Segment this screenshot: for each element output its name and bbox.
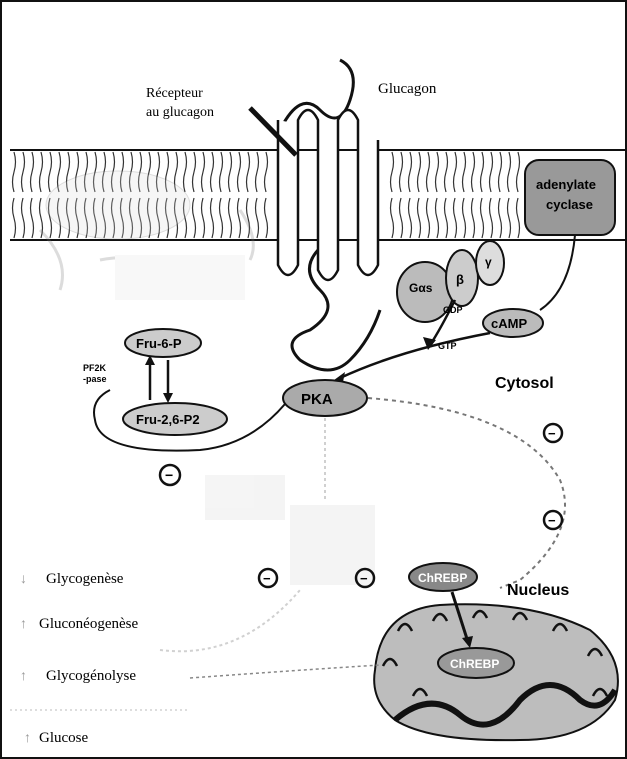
cytosol-label: Cytosol [495, 375, 554, 392]
chrebp-cytosol-label: ChREBP [418, 571, 467, 585]
adenylate-cyclase-line1: adenylate [536, 177, 596, 192]
fru26p2-label: Fru-2,6-P2 [136, 412, 200, 427]
gamma-label: γ [485, 255, 492, 269]
gtp-label: GTP [438, 341, 457, 351]
adenylate-cyclase-line2: cyclase [546, 197, 593, 212]
minus-symbol-2: − [548, 426, 556, 441]
gdp-label: GDP [443, 305, 463, 315]
minus-symbol-3: − [548, 513, 556, 528]
outcome-arrow-glycogenolyse: ↑ [20, 669, 27, 684]
minus-symbol-5: − [360, 571, 368, 586]
outcome-glycogenolyse: Glycogénolyse [46, 668, 136, 684]
glucagon-label: Glucagon [378, 81, 437, 97]
pf2k-label-line2: -pase [83, 374, 107, 384]
beta-label: β [456, 272, 464, 287]
chrebp-nucleus-label: ChREBP [450, 657, 499, 671]
outcome-glucose: Glucose [39, 730, 88, 746]
nucleus-label: Nucleus [507, 582, 569, 599]
g-alpha-label: Gαs [409, 281, 433, 295]
outcome-arrow-glucose: ↑ [24, 731, 31, 746]
receptor-label-line1: Récepteur [146, 86, 203, 101]
outcome-gluconeogenese: Gluconéogenèse [39, 616, 138, 632]
pka-to-nucleus-arrow [368, 398, 565, 588]
faded-middle-pathway [160, 418, 375, 651]
receptor-label-line2: au glucagon [146, 105, 214, 120]
minus-symbol-4: − [263, 571, 271, 586]
camp-to-pka-arrow [340, 333, 490, 378]
outcome-arrow-glycogenese: ↓ [20, 572, 27, 587]
glucagon-receptor [278, 60, 380, 370]
minus-symbol-1: − [165, 467, 173, 483]
outcome-glycogenese: Glycogenèse [46, 571, 124, 587]
glycogenolysis-to-nucleus-line [190, 665, 380, 678]
camp-label: cAMP [491, 316, 527, 331]
pka-label: PKA [301, 391, 333, 408]
pf2k-label-line1: PF2K [83, 363, 107, 373]
outcome-arrow-gluconeogenese: ↑ [20, 617, 27, 632]
fru6p-label: Fru-6-P [136, 336, 182, 351]
